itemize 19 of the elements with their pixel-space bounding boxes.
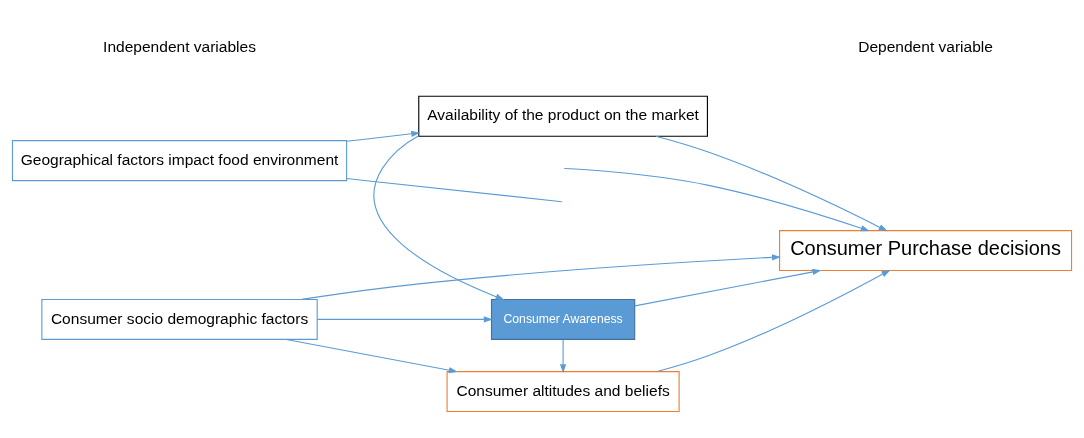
arrow	[634, 268, 822, 306]
arrow	[316, 315, 493, 323]
node-box: Consumer altitudes and beliefs	[446, 370, 680, 412]
arrow	[373, 134, 505, 300]
arrow	[346, 130, 421, 142]
label: Dependent variable	[858, 37, 993, 55]
node-box: Consumer Awareness	[490, 298, 636, 340]
arrow	[563, 167, 870, 231]
arrow	[301, 253, 781, 300]
arrow	[655, 135, 888, 231]
label: Independent variables	[103, 37, 256, 55]
arrow	[285, 338, 458, 373]
node-box: Geographical factors impact food environment	[11, 139, 348, 181]
arrow	[656, 269, 891, 372]
node-box: Consumer socio demographic factors	[41, 298, 318, 340]
node-box: Consumer Purchase decisions	[779, 229, 1073, 271]
connector	[346, 177, 563, 202]
node-box: Availability of the product on the market	[418, 95, 708, 137]
arrow	[559, 338, 567, 373]
